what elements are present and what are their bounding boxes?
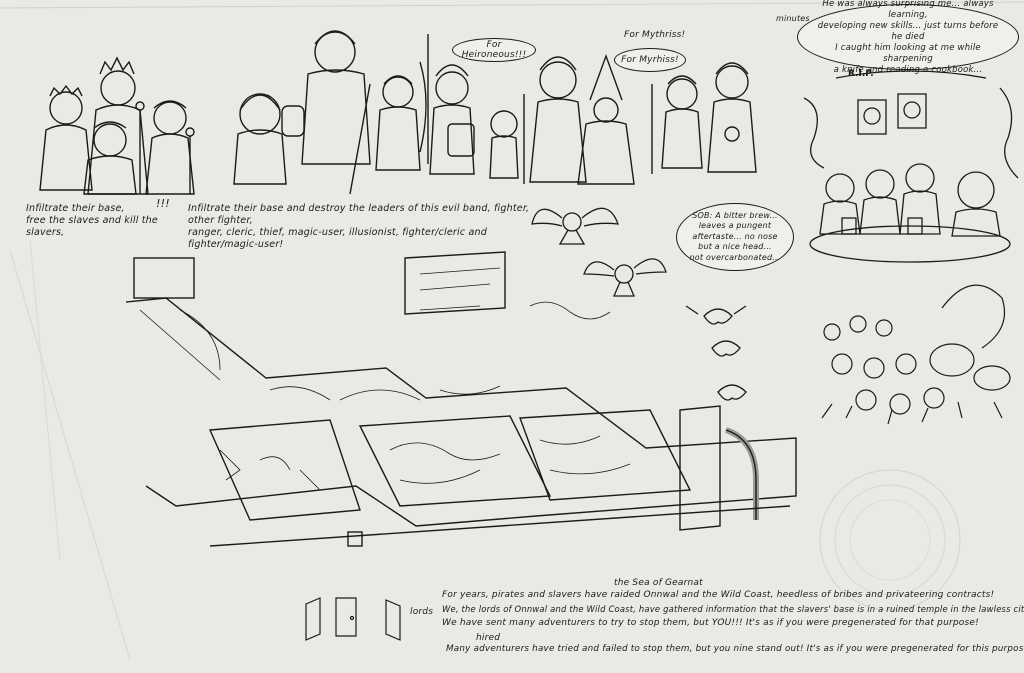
funeral-scene-drawing (803, 70, 1019, 263)
map-label-sea: the Sea of Gearnat (614, 578, 703, 588)
footer-narrative: For years, pirates and slavers have raid… (442, 588, 1024, 654)
label-lords: lords (410, 607, 434, 617)
footer-line-3: We have sent many adventurers to try to … (442, 618, 979, 628)
rip-sign: R.I.P. (848, 69, 874, 79)
lords-group-drawing (39, 56, 195, 195)
caption-mid: Infiltrate their base and destroy the le… (188, 203, 558, 251)
speech-bubble-sob: SOB: A bitter brew... leaves a pungent a… (676, 203, 794, 271)
sob-line-5: not overcarbonated... (689, 252, 781, 262)
caption-mid-line2: ranger, cleric, thief, magic-user, illus… (188, 227, 487, 250)
footer-line-2: We, the lords of Onnwal and the Wild Coa… (442, 604, 1024, 614)
caption-exclamation: !!! (156, 197, 170, 210)
story-line-3: I caught him looking at me while sharpen… (835, 42, 981, 64)
caption-left-line1: Infiltrate their base, (26, 203, 125, 214)
footer-line-1: For years, pirates and slavers have raid… (442, 590, 995, 600)
speech-bubble-mythriss: For Myrhiss! (614, 48, 686, 72)
sob-line-3: aftertaste... no nose (692, 231, 778, 241)
speech-bubble-story: He was always surprising me... always le… (797, 0, 1019, 75)
monster-horde-drawing (821, 284, 1011, 425)
text-mythriss-1: For Mythriss! (624, 30, 686, 40)
caption-mid-line1: Infiltrate their base and destroy the le… (188, 203, 530, 226)
footer-line-4: Many adventurers have tried and failed t… (446, 644, 1024, 654)
story-line-1: He was always surprising me... always le… (822, 0, 994, 20)
caption-left-line2: free the slaves and kill the slavers, (26, 215, 158, 238)
speech-bubble-heironeous: For Heironeous!!! (452, 38, 536, 62)
sob-line-4: but a nice head... (698, 242, 772, 252)
dungeon-map-drawing (125, 251, 797, 547)
text-minutes: minutes (776, 14, 810, 23)
winged-creatures-drawing (531, 207, 747, 401)
story-line-4: a knife and reading a cookbook... (833, 64, 983, 75)
story-line-2: developing new skills... just turns befo… (817, 20, 999, 42)
sob-line-2: leaves a pungent (698, 221, 772, 231)
label-hired: hired (476, 633, 501, 643)
caption-left: Infiltrate their base, free the slaves a… (26, 203, 186, 239)
door-sketches-drawing (305, 597, 401, 641)
adventurer-party-drawing (233, 30, 757, 195)
sob-line-1: SOB: A bitter brew... (692, 210, 778, 220)
